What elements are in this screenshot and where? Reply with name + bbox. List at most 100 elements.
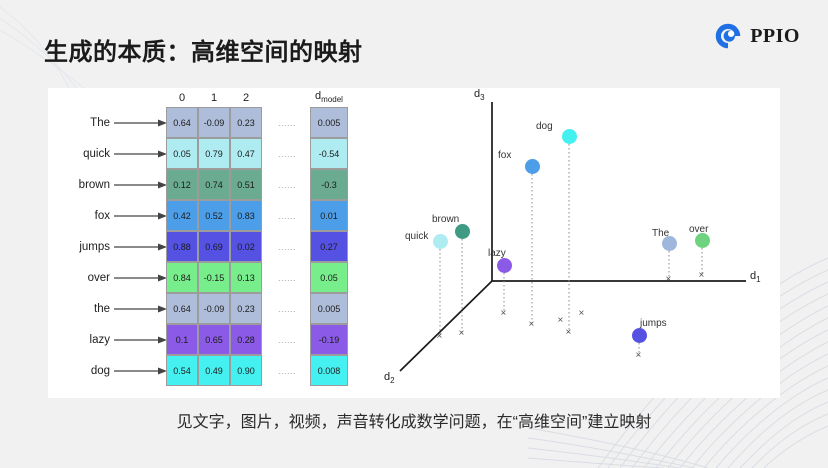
column-header-dmodel: dmodel xyxy=(304,90,354,104)
scatter-point-label: lazy xyxy=(488,248,506,259)
scatter-point xyxy=(561,128,577,144)
projection-marker: × xyxy=(665,274,672,285)
embedding-cell: 0.88 xyxy=(166,231,198,262)
embedding-cell: 0.47 xyxy=(230,138,262,169)
embedding-cell: 0.05 xyxy=(166,138,198,169)
embedding-cell: 0.28 xyxy=(230,324,262,355)
scatter-point xyxy=(661,235,677,251)
embedding-cell: 0.23 xyxy=(230,293,262,324)
embedding-cell: 0.52 xyxy=(198,200,230,231)
projection-marker: × xyxy=(500,308,507,319)
projection-marker: × xyxy=(635,350,642,361)
axis-d3-base: d xyxy=(474,88,481,100)
ppio-logo-icon xyxy=(715,23,741,49)
right-arrow-icon xyxy=(114,119,167,127)
dmodel-cell: 0.05 xyxy=(310,262,348,293)
dmodel-cell: 0.01 xyxy=(310,200,348,231)
scatter-point-label: jumps xyxy=(640,318,667,329)
embedding-cell: 0.54 xyxy=(166,355,198,386)
dmodel-cell: -0.19 xyxy=(310,324,348,355)
embedding-cell: 0.13 xyxy=(230,262,262,293)
column-header-1: 1 xyxy=(210,92,218,104)
projection-marker: × xyxy=(528,319,535,330)
embedding-cell: 0.74 xyxy=(198,169,230,200)
column-header-2: 2 xyxy=(242,92,250,104)
embedding-cell: 0.42 xyxy=(166,200,198,231)
projection-marker: × xyxy=(698,270,705,281)
ellipsis-label: ...... xyxy=(277,366,296,376)
embedding-cell: 0.79 xyxy=(198,138,230,169)
embedding-cell: 0.49 xyxy=(198,355,230,386)
column-header-0: 0 xyxy=(178,92,186,104)
dmodel-cell: 0.005 xyxy=(310,293,348,324)
axis-d2-base: d xyxy=(384,371,391,383)
token-label: jumps xyxy=(79,241,110,253)
ellipsis-label: ...... xyxy=(277,242,296,252)
scatter-point-label: quick xyxy=(405,231,429,242)
right-arrow-icon xyxy=(114,336,167,344)
scatter-point-label: brown xyxy=(432,214,460,225)
embedding-cell: 0.51 xyxy=(230,169,262,200)
scatter-point xyxy=(496,257,512,273)
embedding-cell: 0.90 xyxy=(230,355,262,386)
token-label: The xyxy=(90,117,110,129)
scatter-point xyxy=(432,233,448,249)
scatter-point xyxy=(524,158,540,174)
embedding-cell: 0.65 xyxy=(198,324,230,355)
right-arrow-icon xyxy=(114,274,167,282)
embedding-cell: 0.1 xyxy=(166,324,198,355)
embedding-cell: -0.09 xyxy=(198,107,230,138)
embedding-cell: -0.15 xyxy=(198,262,230,293)
ellipsis-label: ...... xyxy=(277,149,296,159)
ellipsis-label: ...... xyxy=(277,118,296,128)
token-label: lazy xyxy=(89,334,110,346)
scatter-point-label: fox xyxy=(498,150,512,161)
dmodel-base: d xyxy=(315,90,322,102)
scatter-point xyxy=(454,223,470,239)
dmodel-subscript: model xyxy=(321,95,343,105)
right-arrow-icon xyxy=(114,367,167,375)
token-label: the xyxy=(94,303,110,315)
embedding-cell: 0.12 xyxy=(166,169,198,200)
projection-marker: × xyxy=(557,315,564,326)
ellipsis-label: ...... xyxy=(277,335,296,345)
embedding-cell: 0.64 xyxy=(166,107,198,138)
projection-marker: × xyxy=(565,327,572,338)
dmodel-cell: -0.54 xyxy=(310,138,348,169)
embedding-cell: 0.69 xyxy=(198,231,230,262)
axis-label-d2: d2 xyxy=(384,371,395,385)
ellipsis-label: ...... xyxy=(277,211,296,221)
scatter-point-label: The xyxy=(652,228,670,239)
projection-marker: × xyxy=(578,308,585,319)
scatter-plot-3d: d3 d1 d2 dog×fox×brown×quick×lazy×The×ov… xyxy=(384,88,780,398)
plot-droplines xyxy=(439,136,703,356)
dmodel-cell: -0.3 xyxy=(310,169,348,200)
brand-name: PPIO xyxy=(750,24,800,47)
brand-logo: PPIO xyxy=(714,22,800,50)
embedding-cell: 0.02 xyxy=(230,231,262,262)
page-title: 生成的本质：高维空间的映射 xyxy=(44,39,363,66)
dmodel-cell: 0.27 xyxy=(310,231,348,262)
token-label: over xyxy=(87,272,110,284)
ellipsis-label: ...... xyxy=(277,180,296,190)
slide-caption: 见文字，图片，视频，声音转化成数学问题，在“高维空间”建立映射 xyxy=(176,414,652,431)
embedding-cell: 0.83 xyxy=(230,200,262,231)
dmodel-cell: 0.005 xyxy=(310,107,348,138)
scatter-point-label: dog xyxy=(536,121,553,132)
projection-marker: × xyxy=(458,328,465,339)
embedding-cell: 0.23 xyxy=(230,107,262,138)
scatter-point xyxy=(694,232,710,248)
dmodel-cell: 0.008 xyxy=(310,355,348,386)
axis-d3-sub: 3 xyxy=(480,93,485,103)
token-label: brown xyxy=(78,179,110,191)
embedding-cell: -0.09 xyxy=(198,293,230,324)
embedding-cell: 0.84 xyxy=(166,262,198,293)
scatter-point-label: over xyxy=(689,224,709,235)
right-arrow-icon xyxy=(114,243,167,251)
right-arrow-icon xyxy=(114,305,167,313)
axis-label-d3: d3 xyxy=(474,88,485,102)
token-label: quick xyxy=(83,148,110,160)
